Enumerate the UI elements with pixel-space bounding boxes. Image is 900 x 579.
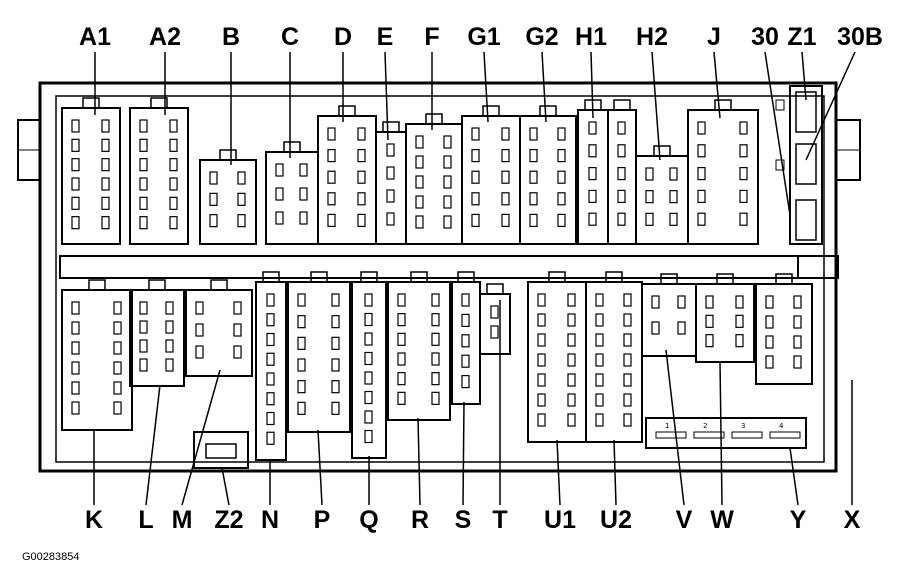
label-30b: 30B [837, 23, 883, 51]
leader-line [590, 51, 594, 119]
connector-extra-0 [635, 145, 689, 245]
leader-line [145, 384, 161, 506]
label-u2: U2 [600, 506, 632, 534]
connector-k [61, 279, 133, 431]
label-h2: H2 [636, 23, 668, 51]
connector-e [375, 121, 407, 245]
z2-connector [193, 431, 249, 469]
connector-q [351, 271, 387, 459]
label-t: T [492, 506, 507, 534]
leader-line [801, 51, 807, 101]
label-g1: G1 [467, 23, 500, 51]
leader-lines [93, 51, 856, 506]
leader-line [805, 51, 856, 161]
label-c: C [281, 23, 299, 51]
label-s: S [455, 506, 472, 534]
connector-s [451, 271, 481, 405]
label-a2: A2 [149, 23, 181, 51]
label-l: L [138, 506, 153, 534]
leader-line [384, 51, 389, 141]
connector-h1 [577, 99, 609, 245]
label-g2: G2 [525, 23, 558, 51]
connector-a1 [61, 97, 121, 245]
leader-line [541, 51, 547, 123]
label-v: V [676, 506, 693, 534]
label-p: P [314, 506, 331, 534]
fuse-column-right [775, 85, 823, 245]
relay-strip: 1 2 3 4 [645, 417, 807, 449]
connector-b [199, 149, 257, 245]
leader-line [221, 467, 230, 506]
connector-u1 [527, 271, 587, 443]
connector-p [287, 271, 351, 433]
connector-t [479, 283, 511, 355]
leader-line [181, 369, 221, 506]
connector-h2 [607, 99, 637, 245]
label-m: M [172, 506, 193, 534]
leader-line [665, 349, 685, 506]
relay-number-1: 1 [665, 422, 669, 430]
top-connector-row [61, 97, 759, 245]
label-z1: Z1 [787, 23, 816, 51]
leader-line [317, 429, 323, 506]
housing [17, 81, 861, 473]
relay-number-2: 2 [703, 422, 707, 430]
label-q: Q [359, 506, 378, 534]
label-f: F [424, 23, 439, 51]
leader-line [417, 417, 421, 506]
label-z2: Z2 [214, 506, 243, 534]
leader-line [713, 51, 721, 119]
label-j: J [707, 23, 721, 51]
label-30: 30 [751, 23, 779, 51]
connector-f [405, 113, 463, 245]
leader-line [556, 439, 561, 506]
connector-g2 [519, 105, 577, 245]
label-y: Y [790, 506, 807, 534]
bottom-connector-row [61, 271, 813, 461]
label-a1: A1 [79, 23, 111, 51]
connector-d [317, 105, 377, 245]
relay-number-3: 3 [741, 422, 745, 430]
figure-id: G00283854 [22, 551, 80, 563]
connector-g1 [461, 105, 521, 245]
label-h1: H1 [575, 23, 607, 51]
label-w: W [710, 506, 734, 534]
label-k: K [85, 506, 103, 534]
connector-n [255, 271, 287, 461]
leader-line [719, 361, 723, 506]
leader-line [483, 51, 489, 123]
connector-m [185, 279, 253, 377]
label-r: R [411, 506, 429, 534]
connector-r [387, 271, 451, 421]
connector-j [687, 99, 759, 245]
label-b: B [222, 23, 240, 51]
connector-x [755, 273, 813, 385]
label-d: D [334, 23, 352, 51]
label-x: X [844, 506, 861, 534]
leader-line [651, 51, 661, 161]
connector-u2 [585, 271, 643, 443]
leader-line [613, 439, 617, 506]
leader-line [764, 51, 791, 216]
label-e: E [377, 23, 394, 51]
label-n: N [261, 506, 279, 534]
connector-a2 [129, 97, 189, 245]
connector-c [265, 141, 319, 245]
connector-l [129, 279, 185, 387]
connector-w [695, 273, 755, 363]
relay-number-4: 4 [779, 422, 784, 430]
leader-line [789, 447, 799, 506]
leader-line [462, 401, 465, 506]
connector-v [641, 273, 697, 357]
label-u1: U1 [544, 506, 576, 534]
